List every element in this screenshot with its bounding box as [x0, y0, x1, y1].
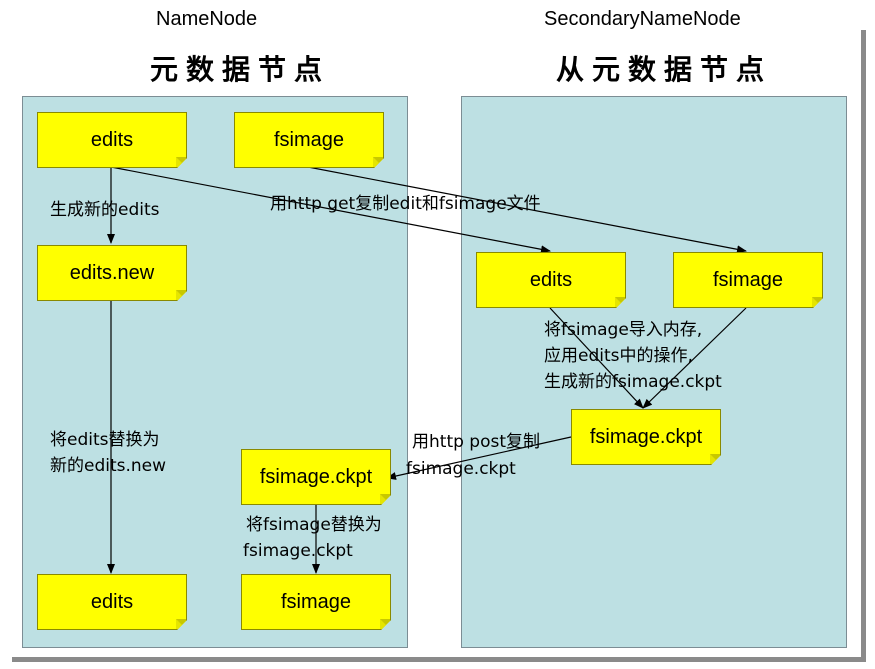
label-http-post-line1: 用http post复制: [412, 432, 541, 452]
namenode-fsimage-final-box: fsimage: [241, 574, 391, 630]
namenode-fsimage-box: fsimage: [234, 112, 384, 168]
arrow-ckpt-to-nn-ckpt: [386, 436, 572, 480]
label-replace-edits-line2: 新的edits.new: [50, 456, 167, 476]
snn-fsimage-box: fsimage: [673, 252, 823, 308]
box-label: fsimage: [273, 128, 345, 151]
arrow-snn-edits-to-ckpt: [549, 307, 644, 409]
secondary-namenode-panel: [461, 96, 847, 648]
namenode-edits-final-box: edits: [37, 574, 187, 630]
label-load-line2: 应用edits中的操作,: [544, 346, 693, 366]
box-label: edits: [90, 128, 134, 151]
secondary-namenode-cn-title: 从元数据节点: [556, 53, 773, 86]
box-label: edits: [529, 268, 573, 291]
box-label: fsimage.ckpt: [259, 465, 373, 488]
namenode-edits-box: edits: [37, 112, 187, 168]
arrow-fsimage-to-snn-fsimage: [307, 166, 747, 254]
label-http-get: 用http get复制edit和fsimage文件: [270, 194, 541, 214]
label-load-line3: 生成新的fsimage.ckpt: [544, 372, 722, 392]
box-label: fsimage.ckpt: [589, 425, 703, 448]
namenode-fsimage-ckpt-box: fsimage.ckpt: [241, 449, 391, 505]
secondary-namenode-title: SecondaryNameNode: [544, 8, 741, 30]
label-gen-new-edits: 生成新的edits: [50, 200, 160, 220]
namenode-edits-new-box: edits.new: [37, 245, 187, 301]
snn-fsimage-ckpt-box: fsimage.ckpt: [571, 409, 721, 465]
namenode-cn-title: 元数据节点: [150, 53, 331, 86]
frame-shadow-bottom: [12, 657, 866, 662]
box-label: fsimage: [712, 268, 784, 291]
box-label: edits: [90, 590, 134, 613]
label-load-line1: 将fsimage导入内存,: [544, 320, 703, 340]
arrow-edits-to-snn-edits: [110, 166, 551, 254]
label-replace-fsimage-line2: fsimage.ckpt: [243, 541, 353, 561]
box-label: fsimage: [280, 590, 352, 613]
snn-edits-box: edits: [476, 252, 626, 308]
box-label: edits.new: [69, 261, 155, 284]
frame-shadow-right: [861, 30, 866, 662]
namenode-title: NameNode: [156, 8, 258, 30]
namenode-panel: [22, 96, 408, 648]
arrow-snn-fsimage-to-ckpt: [642, 307, 747, 409]
label-replace-edits-line1: 将edits替换为: [50, 430, 160, 450]
label-http-post-line2: fsimage.ckpt: [406, 459, 516, 479]
label-replace-fsimage-line1: 将fsimage替换为: [246, 515, 382, 535]
